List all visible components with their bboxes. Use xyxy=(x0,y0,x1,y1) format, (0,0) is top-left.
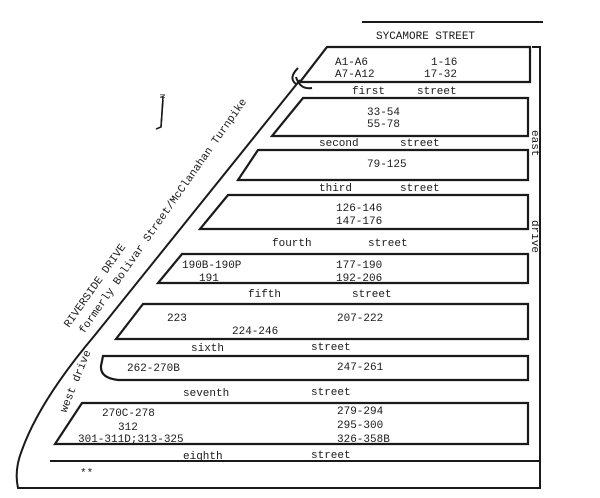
sycamore-street-label: SYCAMORE STREET xyxy=(376,31,475,43)
third-street-label: third street xyxy=(319,183,440,195)
plot-range: 279-294 xyxy=(337,406,384,418)
svg-text:eighth: eighth xyxy=(183,451,223,463)
fifth-street-label: fifth street xyxy=(248,289,392,301)
block-3 xyxy=(235,148,530,182)
svg-text:street: street xyxy=(311,450,351,462)
plot-range: 312 xyxy=(118,422,138,434)
plot-range: 223 xyxy=(167,313,187,325)
plot-range: 270C-278 xyxy=(102,408,155,420)
plot-range: 79-125 xyxy=(367,159,407,171)
svg-text:fifth: fifth xyxy=(248,289,281,301)
svg-text:street: street xyxy=(417,86,457,98)
eighth-street-label: eighth street xyxy=(183,450,351,463)
block-7 xyxy=(99,354,530,382)
plot-range: 147-176 xyxy=(336,216,382,228)
plot-range: 295-300 xyxy=(337,420,383,432)
svg-text:street: street xyxy=(311,387,351,399)
seventh-street-label: seventh street xyxy=(183,387,351,400)
svg-text:fourth: fourth xyxy=(272,238,312,250)
block-1 xyxy=(297,45,532,84)
plot-range: 207-222 xyxy=(337,313,383,325)
plot-range: 301-311D;313-325 xyxy=(78,434,184,446)
plot-range: A1-A6 xyxy=(335,57,368,69)
plot-range: 262-270B xyxy=(127,363,180,375)
svg-text:street: street xyxy=(352,289,392,301)
block-2 xyxy=(269,96,530,138)
north-arrow-icon: N xyxy=(155,94,165,130)
outer-boundary xyxy=(15,46,541,489)
plot-range: 126-146 xyxy=(336,203,382,215)
svg-text:street: street xyxy=(400,138,440,150)
east-drive-label-2: drive xyxy=(528,220,540,253)
svg-text:seventh: seventh xyxy=(183,388,229,400)
block-5 xyxy=(155,252,530,285)
svg-text:street: street xyxy=(368,238,408,250)
svg-text:second: second xyxy=(319,138,359,150)
east-drive-label-1: east xyxy=(528,130,540,156)
plot-range: 224-246 xyxy=(232,326,278,338)
block-1-labels: A1-A6 A7-A12 1-16 17-32 xyxy=(335,57,457,81)
plot-range: 191 xyxy=(199,273,219,285)
block-8 xyxy=(52,401,530,446)
plot-range: 33-54 xyxy=(367,107,400,119)
plot-range: 55-78 xyxy=(367,119,400,131)
sixth-street-label: sixth street xyxy=(191,342,351,355)
plot-range: A7-A12 xyxy=(335,69,375,81)
first-street-label: first street xyxy=(352,86,457,98)
fourth-street-label: fourth street xyxy=(272,238,408,250)
svg-text:street: street xyxy=(400,183,440,195)
riverside-former-name-label: formerly Bolivar Street/McClanahan Turnp… xyxy=(77,97,250,336)
svg-text:sixth: sixth xyxy=(191,343,224,355)
svg-text:third: third xyxy=(319,183,352,195)
footnote-mark: ** xyxy=(80,468,93,480)
block-4 xyxy=(197,193,530,231)
plot-range: 192-206 xyxy=(336,273,382,285)
plot-range: 190B-190P xyxy=(182,260,242,272)
svg-text:first: first xyxy=(352,86,385,98)
svg-text:N: N xyxy=(157,94,165,98)
plot-range: 177-190 xyxy=(336,260,382,272)
plot-range: 247-261 xyxy=(337,362,384,374)
entrance-curve xyxy=(291,67,313,90)
plot-range: 326-358B xyxy=(337,434,390,446)
block-6 xyxy=(113,302,530,341)
plot-range: 17-32 xyxy=(424,69,457,81)
svg-text:street: street xyxy=(311,342,351,354)
plot-range: 1-16 xyxy=(431,57,457,69)
second-street-label: second street xyxy=(319,138,440,150)
